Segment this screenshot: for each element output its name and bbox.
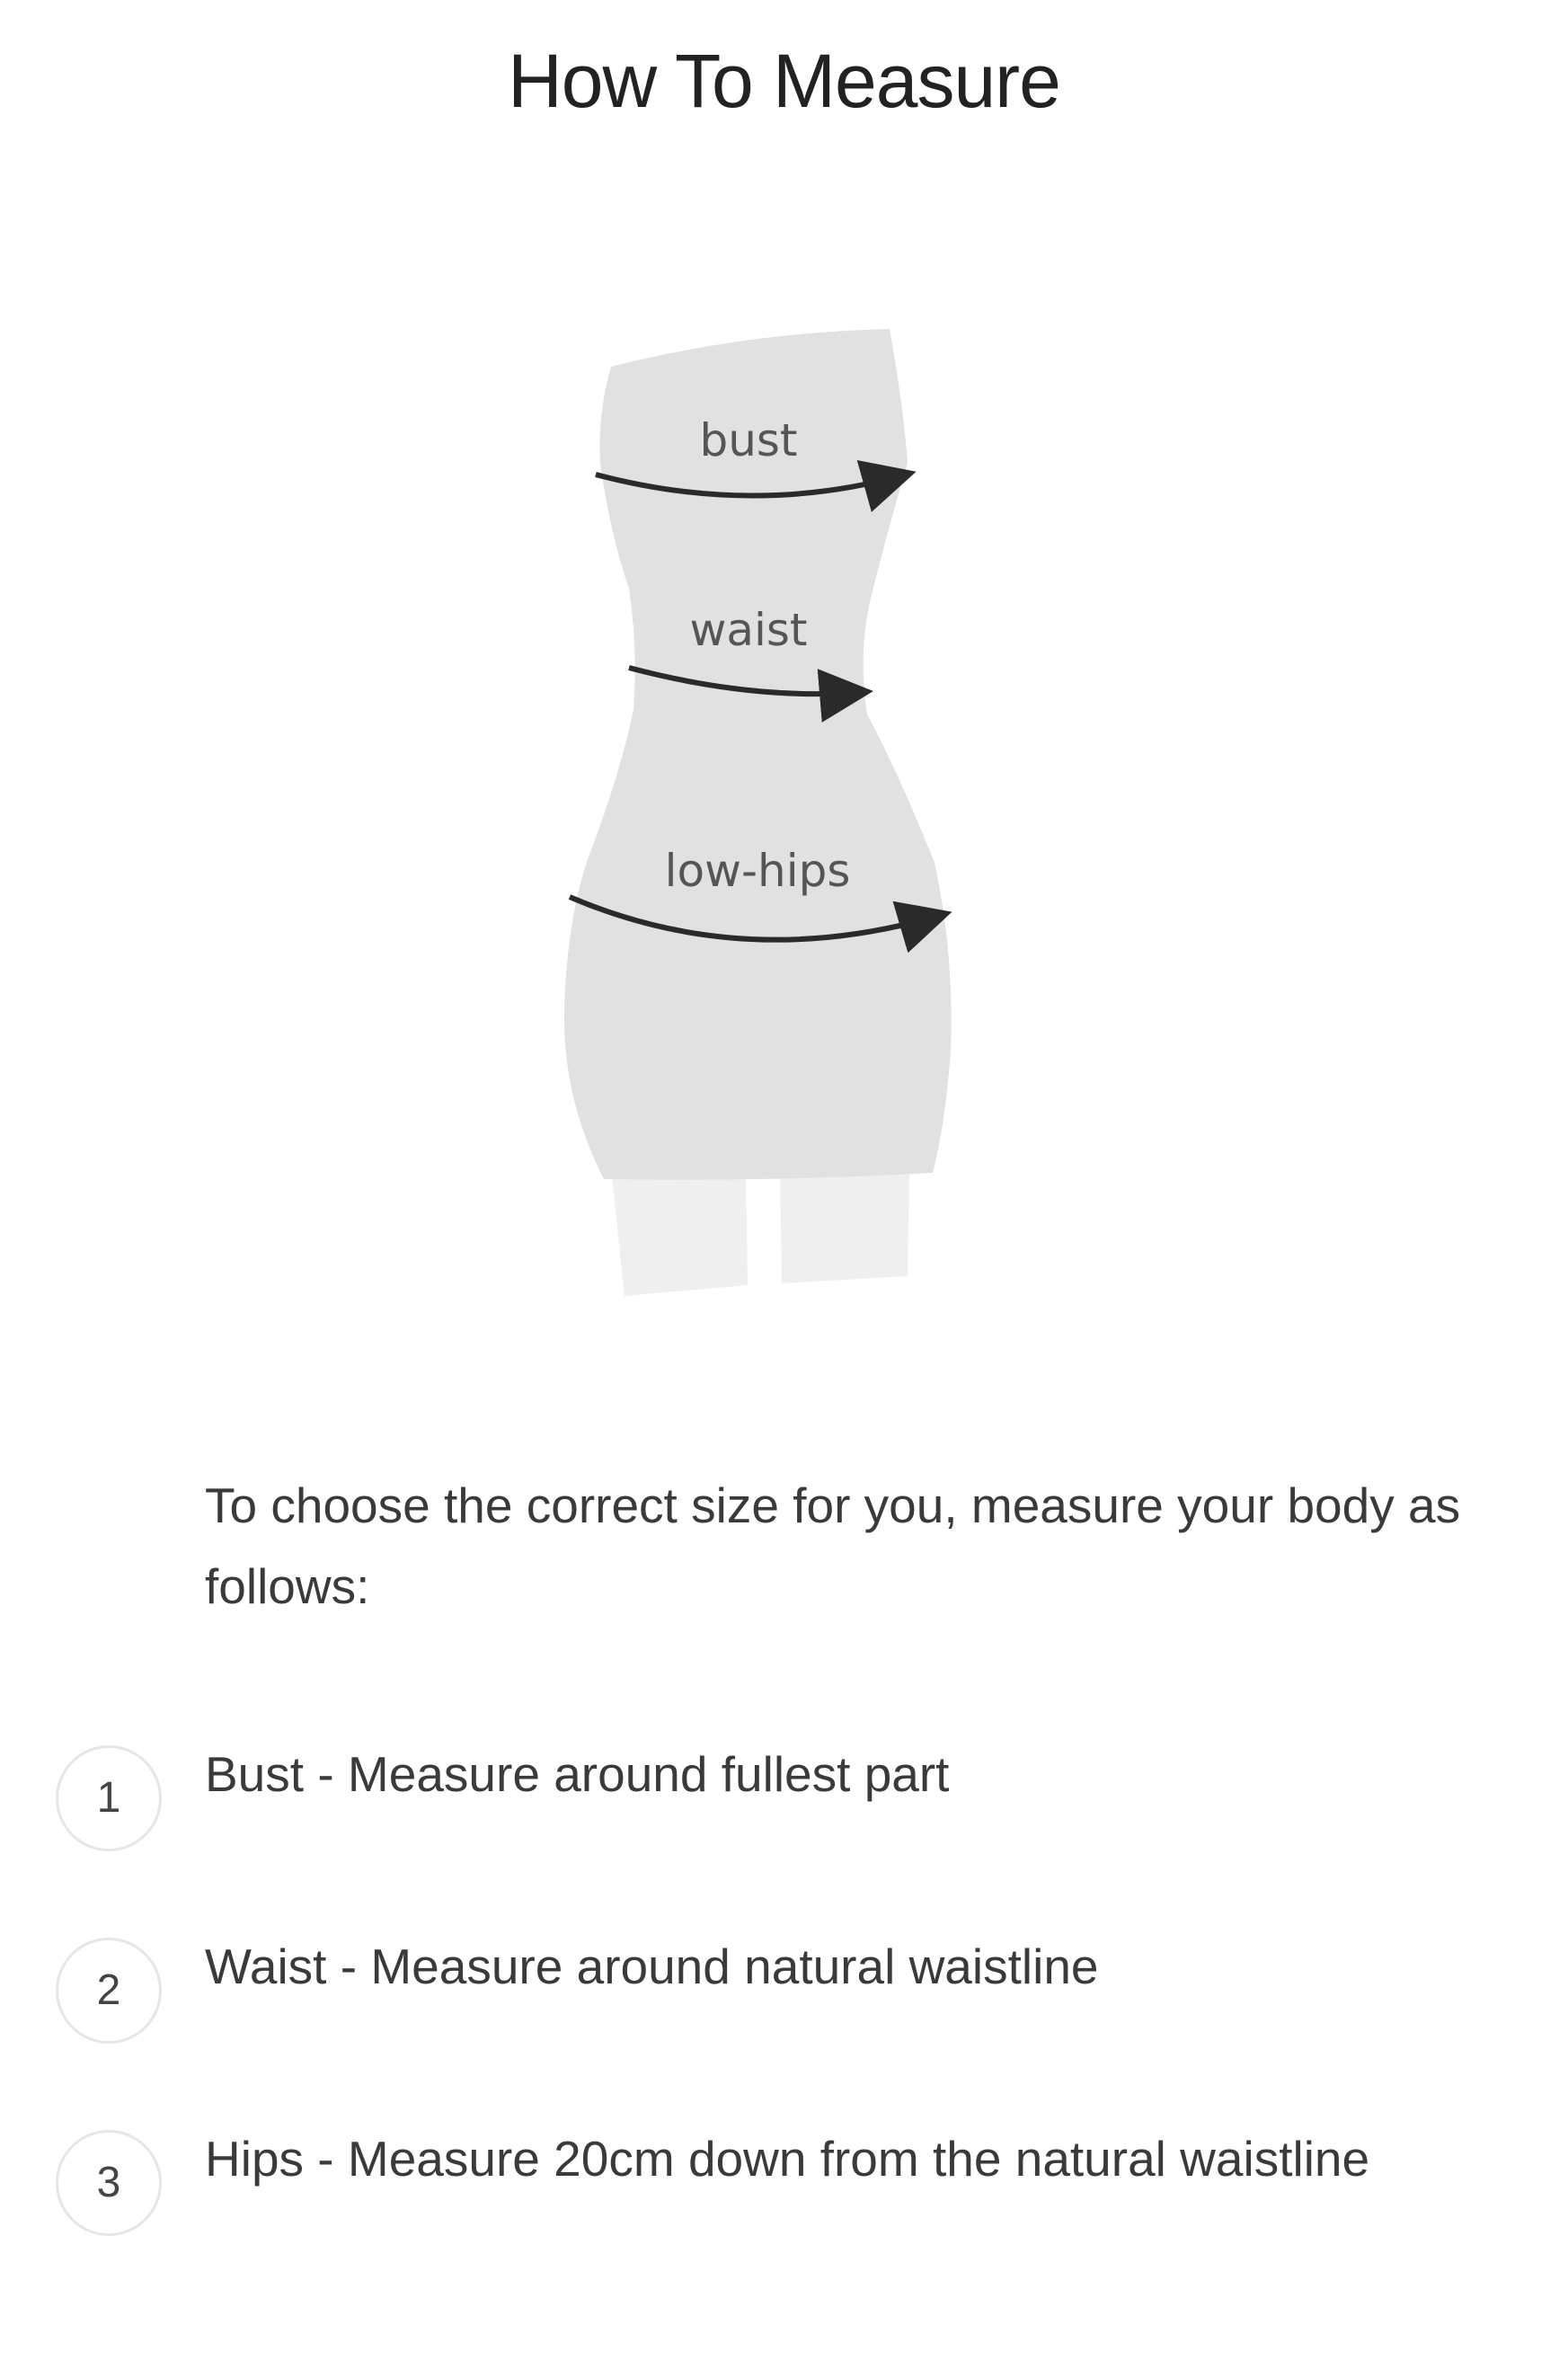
step-item-waist: 2 Waist - Measure around natural waistli… (56, 1938, 1529, 2054)
waist-arrow (628, 665, 873, 723)
dress-form-body (563, 329, 952, 1180)
waist-label: waist (689, 604, 807, 656)
step-text: Hips - Measure 20cm down from the natura… (205, 2131, 1370, 2187)
step-number-badge: 3 (56, 2130, 162, 2236)
step-item-hips: 3 Hips - Measure 20cm down from the natu… (56, 2130, 1529, 2247)
step-text: Bust - Measure around fullest part (205, 1746, 950, 1802)
step-number-badge: 1 (56, 1745, 162, 1851)
intro-text: To choose the correct size for you, meas… (205, 1477, 1461, 1614)
measurement-figure: bust waist low-hips (0, 270, 1568, 1348)
step-item-bust: 1 Bust - Measure around fullest part (56, 1745, 1529, 1862)
page-title: How To Measure (508, 39, 1061, 123)
step-text: Waist - Measure around natural waistline (205, 1939, 1099, 1994)
bust-label: bust (699, 414, 797, 466)
bust-arrow (595, 460, 917, 512)
step-number-badge: 2 (56, 1938, 162, 2044)
hips-arrow (568, 894, 952, 954)
hips-label: low-hips (665, 845, 851, 897)
dress-form-legs (611, 1168, 909, 1296)
